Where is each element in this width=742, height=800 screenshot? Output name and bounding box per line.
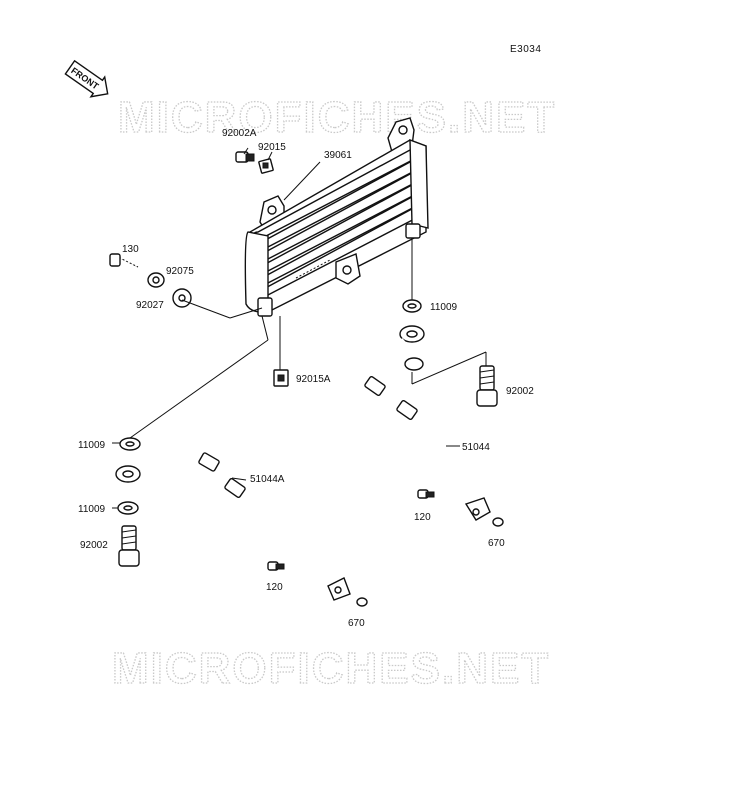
watermark-top: MICROFICHES.NET [118,93,556,142]
label-130: 130 [122,244,139,255]
oil-pipe-51044a [115,449,351,601]
banjo-bolt-92002-left [118,525,140,567]
label-120-right: 120 [414,512,431,523]
label-51044: 51044 [462,442,490,453]
label-39061: 39061 [324,150,352,161]
leader-lines [112,147,487,509]
oil-cooler [244,117,429,317]
bolt-120-right [417,489,435,499]
label-11009-left-lower: 11009 [78,504,106,515]
label-670-right: 670 [488,538,505,549]
oil-pipe-51044 [363,325,491,521]
label-92002a: 92002A [222,128,257,139]
grommet-92075 [172,288,192,308]
diagram-code: E3034 [510,44,541,55]
front-arrow-icon: FRONT [64,59,109,98]
o-ring-670-right [492,517,504,527]
label-51044a: 51044A [250,474,285,485]
label-92027: 92027 [136,300,164,311]
banjo-bolt-92002-right [476,365,498,407]
washer-11009-left-upper [119,437,141,451]
bolt-120-left [267,561,285,571]
nut-92015 [258,158,274,174]
label-92002-left: 92002 [80,540,108,551]
label-11009-top: 11009 [430,302,458,313]
washer-11009-top [402,299,422,313]
bolt-92002a [235,151,255,163]
label-92075: 92075 [166,266,194,277]
label-92002-right: 92002 [506,386,534,397]
label-670-left: 670 [348,618,365,629]
o-ring-670-left [356,597,368,607]
label-11009-left-upper: 11009 [78,440,106,451]
collar-92027 [147,272,165,288]
label-92015: 92015 [258,142,286,153]
nut-92015a [273,369,289,387]
label-92015a: 92015A [296,374,331,385]
label-120-left: 120 [266,582,283,593]
watermark-bottom: MICROFICHES.NET [112,644,550,693]
bolt-130 [109,253,139,268]
washer-11009-left-lower [117,501,139,515]
